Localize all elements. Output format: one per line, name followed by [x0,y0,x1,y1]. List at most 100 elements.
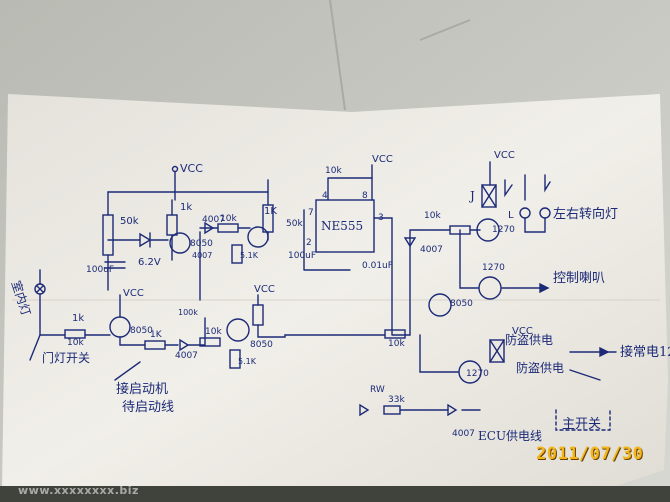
label-8050-a: 8050 [190,239,213,249]
label-4007-c: 4007 [175,351,198,361]
diode-4007-top [204,221,215,235]
label-zener: 6.2V [138,257,161,268]
capacitor-100uf [104,261,126,269]
transistor-8050-e [428,293,452,317]
label-1270-c: 1270 [466,369,489,379]
label-10k-top: 10k [220,214,237,224]
resistor-1k-c [144,340,166,350]
label-8050-c: 8050 [130,326,153,336]
label-1k-right: 1K [264,206,277,217]
label-relay-j: J [468,189,475,203]
label-4007-top: 4007 [202,215,225,225]
label-33k: 33k [388,395,405,405]
wire-1270 [459,229,479,289]
wire-door [39,269,111,336]
label-starter-line: 接启动机 [116,381,168,397]
label-4007-right: 4007 [420,245,443,255]
label-100uf-555: 100uF [288,251,316,261]
label-4007-b: 4007 [192,251,212,260]
label-1k-c: 1K [150,330,163,340]
transistor-1270-b [478,276,502,300]
main-switch-box [555,409,611,431]
label-vcc-6: VCC [512,326,533,337]
transistor-1270-a [476,218,500,242]
label-ecu-line: ECU供电线 [478,429,542,443]
shadow-bottom [0,486,670,502]
label-50k-555: 50k [286,219,303,229]
label-10k-right: 10k [424,211,441,221]
label-1k-door: 1k [72,313,84,324]
label-vcc-2: VCC [123,288,144,299]
wall-crease [329,0,471,111]
label-5k1-d: 5.1K [238,357,257,366]
label-pin4: 4 [322,191,328,201]
arrow-horn [539,282,550,294]
label-connect-power: 接常电12V [620,344,670,360]
vcc-node-1 [171,165,179,173]
label-door-switch: 门灯开关 [42,350,90,365]
door-lamp-x [36,285,44,293]
relay-coil-x [481,184,497,208]
label-100k: 100k [178,308,198,317]
ic-ne555 [315,199,375,253]
resistor-10k-555 [384,329,406,339]
relay-coil-2 [489,339,505,363]
wire-lamps [524,217,546,233]
label-pin8: 8 [362,191,368,201]
transistor-8050-d [226,318,250,342]
label-56k: 5.1K [240,251,259,260]
label-10k-c: 10k [205,327,222,337]
wire-right-bus [409,229,481,336]
photo-timestamp: 2011/07/30 [536,444,644,464]
transistor-8050-b [247,226,269,248]
resistor-50k-left [102,214,114,256]
door-switch [29,334,41,361]
label-8050-e: 8050 [450,299,473,309]
label-50k-left: 50k [120,216,139,227]
label-ne555: NE555 [321,219,363,233]
lamp-l-right [539,207,551,219]
relay-coil-2-x [489,339,505,363]
wire-c [119,294,179,346]
paper-sheet [2,94,668,490]
resistor-1k-d [252,304,264,326]
label-wait-start: 待启动线 [122,400,174,415]
label-10k-555: 10k [325,166,342,176]
diode-4007-right [403,237,417,248]
zener-diode [139,232,152,248]
watermark: www.xxxxxxxx.biz [18,484,139,497]
label-vcc-5: VCC [494,150,515,161]
arrow-power [599,346,610,358]
resistor-5k1-d [229,349,241,369]
lamp-l-left [519,207,531,219]
label-turn-lights: 左右转向灯 [553,206,618,222]
wire-555-left [303,209,351,271]
main-switch-contacts [569,351,601,381]
relay-contacts [504,174,551,201]
label-lamp-l: L [508,210,514,221]
wire-c2 [187,317,206,346]
wire-555-out [373,217,411,336]
relay-coil-j [481,184,497,208]
label-vcc-4: VCC [372,154,393,165]
label-anti-theft-a: 防盗供电 [505,332,553,347]
diode-rw [359,403,370,417]
label-100uf: 100uF [86,265,114,275]
label-10k-555b: 10k [388,339,405,349]
label-8050-d: 8050 [250,340,273,350]
label-1270-a: 1270 [492,225,515,235]
label-main-switch: 主开关 [562,417,601,432]
resistor-1k-mid [166,214,178,236]
transistor-8050-a [169,232,191,254]
label-vcc-3: VCC [254,284,275,295]
label-anti-theft-b: 防盗供电 [516,360,564,375]
resistor-10k-door [64,329,86,339]
label-vcc-1: VCC [180,162,203,175]
label-4007-ecu: 4007 [452,429,475,439]
diode-4007-c [179,338,190,352]
resistor-56k [231,244,243,264]
wire-d [257,294,386,338]
